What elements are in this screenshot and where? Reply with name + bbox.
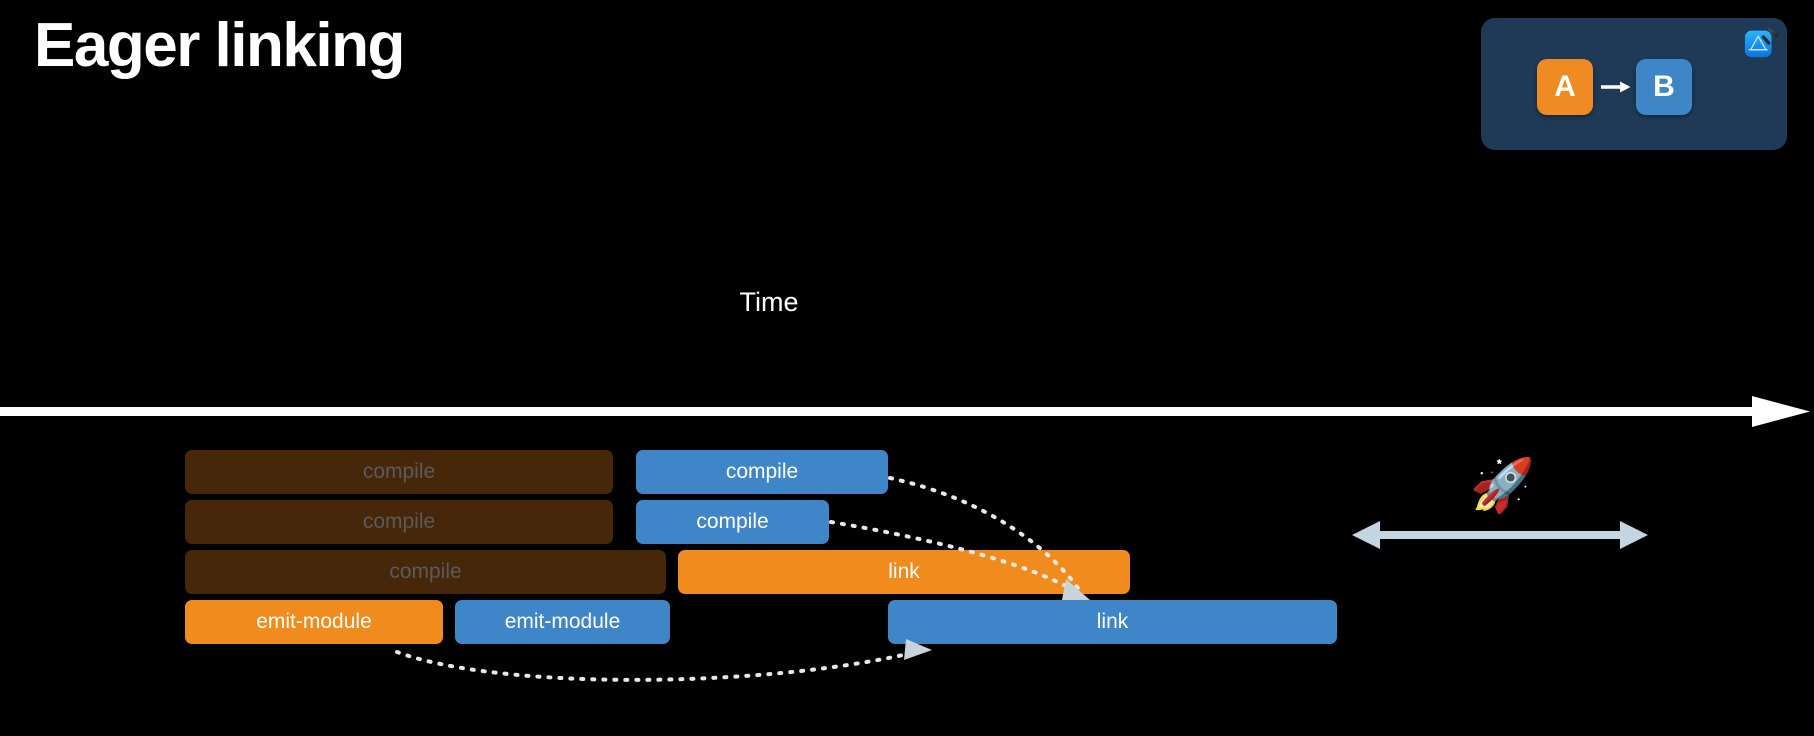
task-label: emit-module [504,610,621,633]
module-b-label: B [1653,70,1675,103]
module-dependency-panel: A B [1481,18,1787,150]
task-bar-compile-faded[interactable]: compile [185,500,613,544]
task-bar-link[interactable]: link [888,600,1337,644]
task-bar-compile[interactable]: compile [636,450,888,494]
module-box-a: A [1537,59,1593,115]
arrow-right-icon [1601,81,1631,93]
time-saved-double-arrow [1352,521,1648,549]
page-title: Eager linking [34,11,405,80]
task-bar-emit-module-highlight[interactable]: emit-module [185,600,443,644]
task-label: compile [389,560,462,583]
task-label: compile [362,460,436,483]
task-label: link [1096,610,1129,633]
task-bar-emit-module[interactable]: emit-module [455,600,670,644]
time-axis-label: Time [739,287,799,317]
task-bar-compile-faded[interactable]: compile [185,550,666,594]
task-label: emit-module [256,610,372,633]
task-label: link [888,560,920,583]
task-label: compile [362,510,436,533]
task-bar-compile-faded[interactable]: compile [185,450,613,494]
rocket-icon: 🚀 [1470,457,1535,515]
task-bar-compile[interactable]: compile [636,500,829,544]
module-box-b: B [1636,59,1692,115]
module-a-label: A [1554,70,1576,103]
task-label: compile [725,460,799,483]
time-axis-arrow [0,396,1810,427]
task-bar-link-highlight[interactable]: link [678,550,1130,594]
task-label: compile [696,510,769,533]
xcode-icon [1744,27,1780,58]
